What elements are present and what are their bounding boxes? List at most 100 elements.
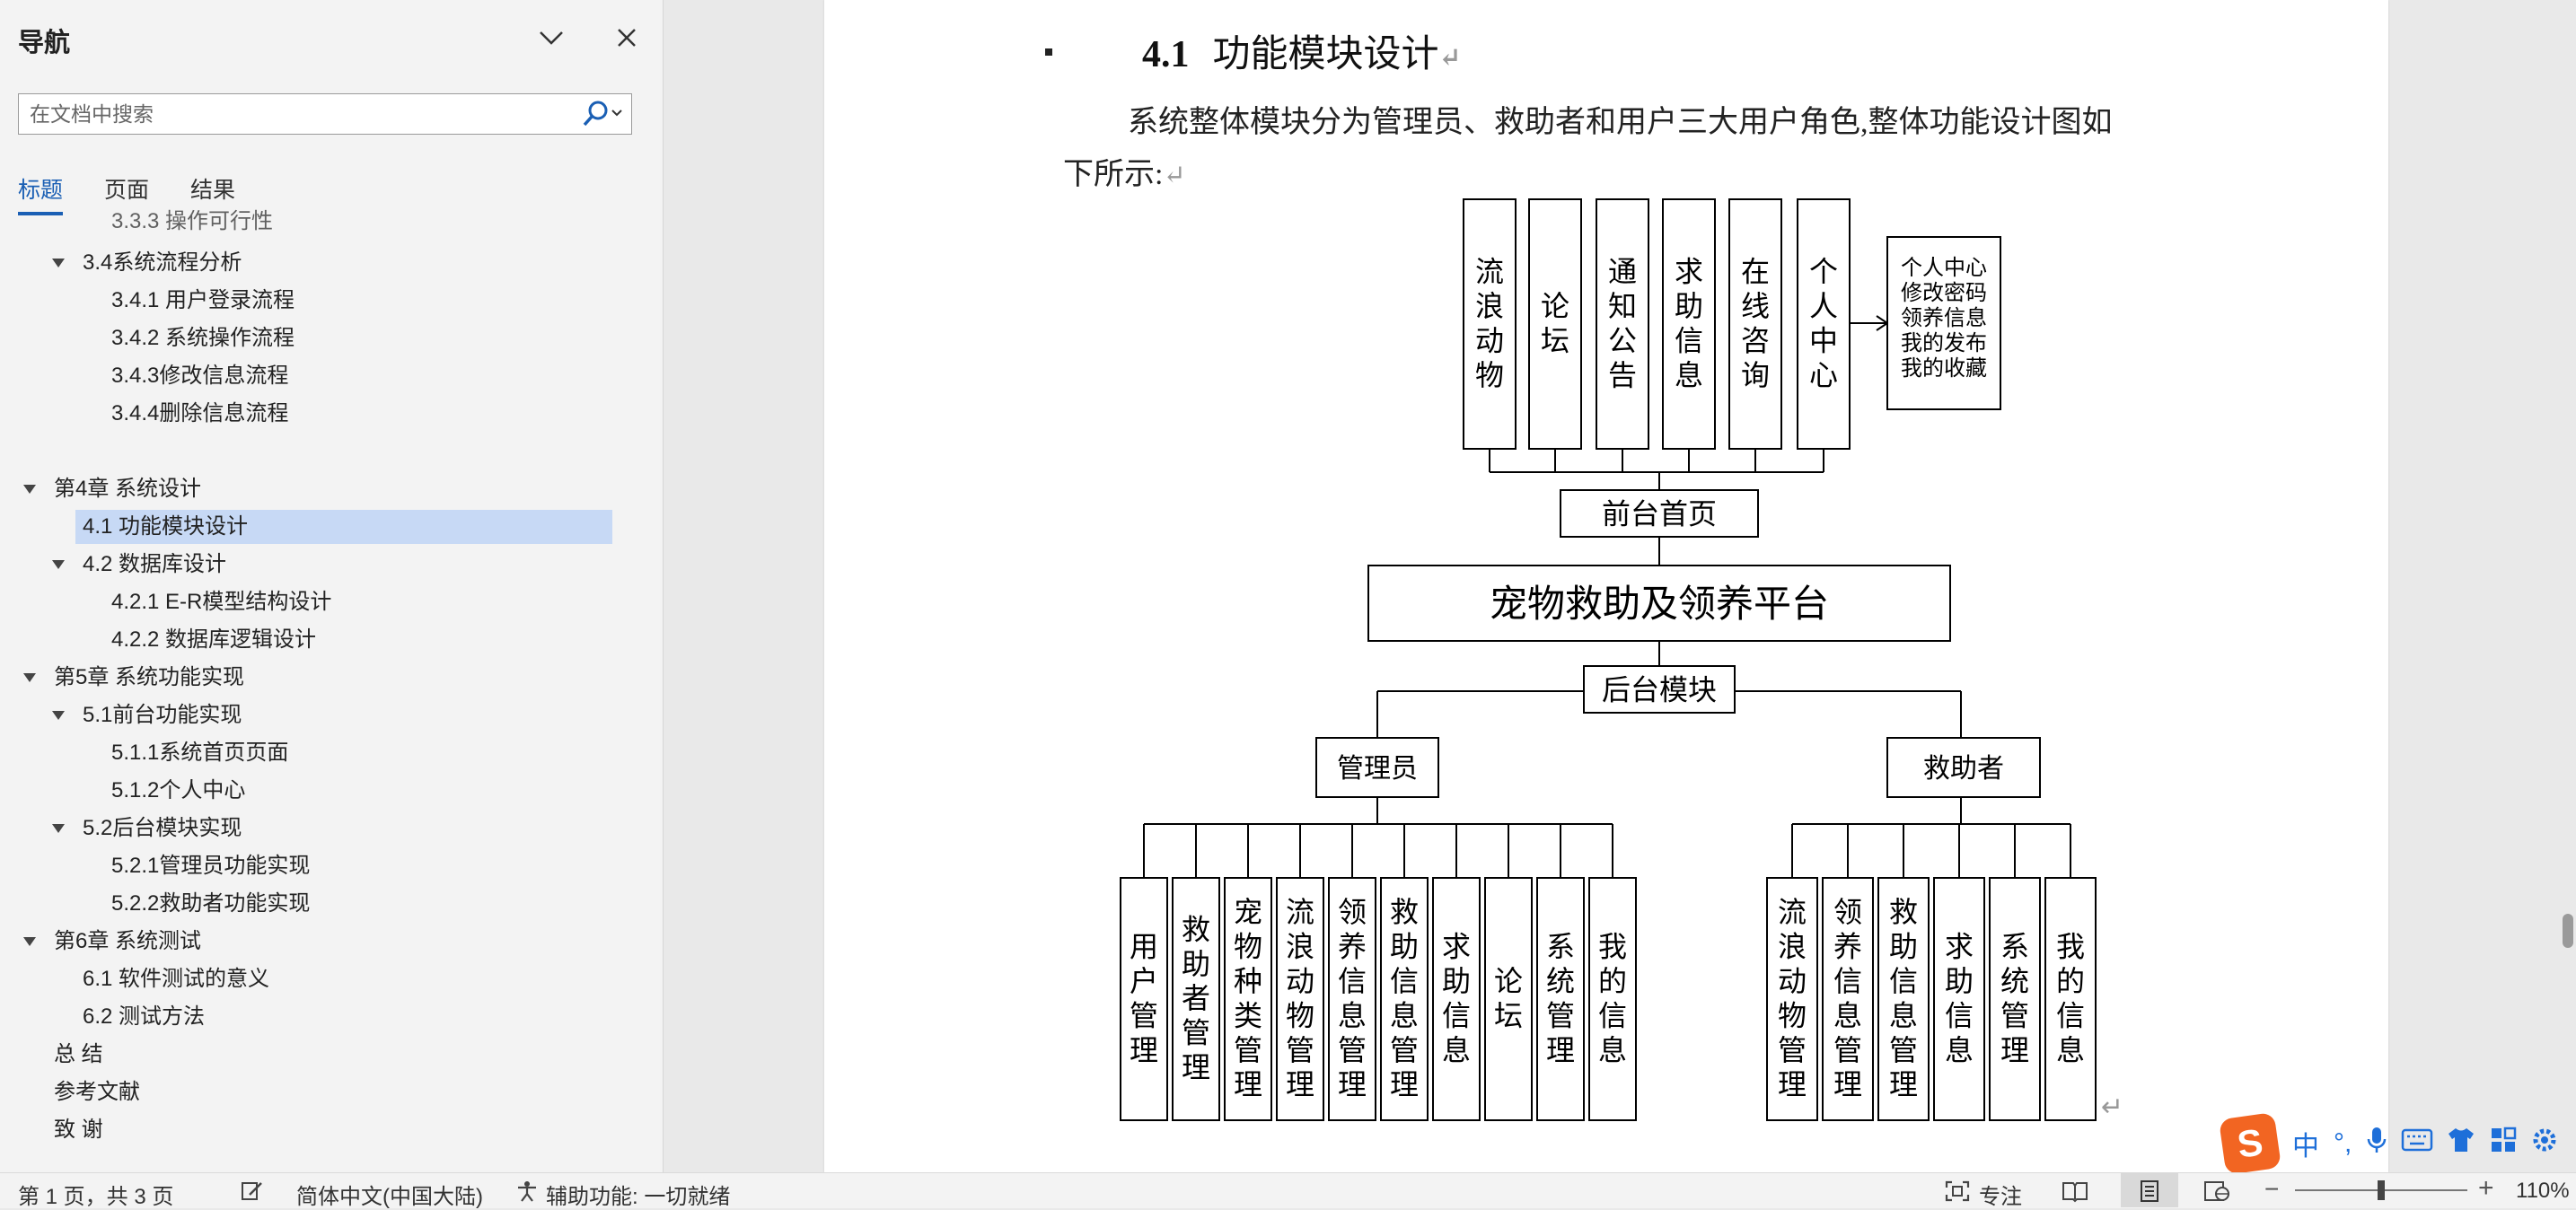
language-status[interactable]: 简体中文(中国大陆) xyxy=(296,1185,483,1209)
front-module-label-char: 中 xyxy=(1809,324,1838,356)
front-module-label-char: 坛 xyxy=(1541,324,1569,356)
rescuer-module-label-char: 动 xyxy=(1778,965,1807,997)
tree-item-selected[interactable]: 4.1 功能模块设计 xyxy=(75,510,612,544)
rescuer-module-box xyxy=(1877,877,1930,1121)
collapse-triangle-icon[interactable] xyxy=(23,937,36,946)
front-module-label-char: 心 xyxy=(1809,359,1838,391)
rescuer-module-label-char: 的 xyxy=(2056,965,2085,997)
rescuer-module-label-char: 息 xyxy=(1945,1034,1974,1066)
keyboard-icon[interactable] xyxy=(2402,1128,2433,1159)
ime-logo[interactable]: S xyxy=(2218,1111,2282,1176)
tree-item[interactable]: 4.2.1 E-R模型结构设计 xyxy=(111,590,332,614)
settings-gear-icon[interactable] xyxy=(2531,1127,2558,1161)
collapse-triangle-icon[interactable] xyxy=(52,259,65,267)
tree-item[interactable]: 5.2后台模块实现 xyxy=(52,811,242,846)
tree-item[interactable]: 5.1前台功能实现 xyxy=(52,698,242,732)
tree-item[interactable]: 5.2.2救助者功能实现 xyxy=(111,891,311,916)
zoom-in-button[interactable]: + xyxy=(2478,1173,2494,1203)
tree-item[interactable]: 3.4.2 系统操作流程 xyxy=(111,326,295,350)
tree-item[interactable]: 4.2.2 数据库逻辑设计 xyxy=(111,627,317,652)
front-module-label-char: 告 xyxy=(1608,359,1637,391)
admin-role-box xyxy=(1315,737,1439,798)
tree-item[interactable]: 3.3.3 操作可行性 xyxy=(111,209,274,233)
nav-close-button[interactable] xyxy=(607,18,646,57)
tree-item[interactable]: 6.2 测试方法 xyxy=(83,1004,206,1029)
tree-item[interactable]: 参考文献 xyxy=(54,1080,140,1104)
tree-item[interactable]: 5.1.2个人中心 xyxy=(111,778,246,802)
search-button[interactable] xyxy=(577,96,628,132)
accessibility-status[interactable]: 辅助功能: 一切就绪 xyxy=(546,1185,731,1209)
proofing-icon[interactable] xyxy=(241,1180,264,1208)
tree-item[interactable]: 致 谢 xyxy=(54,1118,103,1142)
admin-module-label-char: 管 xyxy=(1286,1034,1314,1066)
tree-item[interactable]: 3.4.1 用户登录流程 xyxy=(111,288,295,312)
collapse-triangle-icon[interactable] xyxy=(52,560,65,569)
zoom-out-button[interactable]: − xyxy=(2264,1175,2280,1203)
collapse-triangle-icon[interactable] xyxy=(52,824,65,833)
admin-module-label-char: 养 xyxy=(1338,931,1367,963)
rescuer-module-label-char: 息 xyxy=(1889,999,1918,1031)
tab-headings[interactable]: 标题 xyxy=(18,172,64,215)
skin-shirt-icon[interactable] xyxy=(2447,1127,2475,1161)
tree-item[interactable]: 第5章 系统功能实现 xyxy=(23,661,244,695)
accessibility-icon[interactable] xyxy=(515,1180,539,1208)
tree-item[interactable]: 5.2.1管理员功能实现 xyxy=(111,854,311,878)
zoom-level[interactable]: 110% xyxy=(2516,1179,2570,1203)
admin-module-label-char: 助 xyxy=(1390,931,1419,963)
nav-options-button[interactable] xyxy=(532,18,571,57)
admin-module-label-char: 宠 xyxy=(1234,896,1262,928)
read-mode-icon[interactable] xyxy=(2062,1180,2088,1208)
collapse-triangle-icon[interactable] xyxy=(23,485,36,494)
tree-item[interactable]: 3.4系统流程分析 xyxy=(52,246,242,280)
heading-tree: 3.3.3 操作可行性 3.4系统流程分析 3.4.1 用户登录流程 3.4.2… xyxy=(0,209,663,1172)
tree-item[interactable]: 总 结 xyxy=(54,1042,103,1066)
admin-module-label-char: 息 xyxy=(1442,1034,1471,1066)
microphone-icon[interactable] xyxy=(2366,1126,2387,1162)
diagram-connectors xyxy=(1143,315,2071,878)
front-module-label-char: 流 xyxy=(1475,256,1504,288)
rescuer-module-label-char: 管 xyxy=(1833,1034,1862,1066)
tree-item[interactable]: 第6章 系统测试 xyxy=(23,925,201,959)
tree-item[interactable]: 3.4.4删除信息流程 xyxy=(111,401,289,425)
rescuer-module-label-char: 理 xyxy=(1833,1068,1862,1100)
zoom-slider-track[interactable] xyxy=(2295,1180,2467,1200)
vertical-scrollbar-thumb[interactable] xyxy=(2563,914,2573,948)
tree-item[interactable]: 5.1.1系统首页页面 xyxy=(111,741,289,765)
admin-module-box xyxy=(1484,877,1533,1121)
rescuer-module-label-char: 信 xyxy=(2056,999,2085,1031)
ime-mode-toggle[interactable]: 中 xyxy=(2292,1132,2319,1162)
navigation-pane: 导航 标题 页面 结果 3.3.3 操作可行性 3.4系统流程分析 3.4.1 … xyxy=(0,0,664,1172)
admin-module-label-char: 信 xyxy=(1338,965,1367,997)
admin-module-box xyxy=(1432,877,1481,1121)
admin-module-box xyxy=(1120,877,1168,1121)
admin-module-label-char: 动 xyxy=(1286,965,1314,997)
print-layout-button[interactable] xyxy=(2121,1173,2178,1207)
front-module-label-char: 个 xyxy=(1809,256,1838,288)
collapse-triangle-icon[interactable] xyxy=(52,711,65,720)
focus-mode-icon[interactable] xyxy=(1945,1180,1970,1208)
toolbox-grid-icon[interactable] xyxy=(2490,1127,2517,1161)
admin-module-label-char: 户 xyxy=(1130,965,1158,997)
search-input[interactable] xyxy=(19,94,576,134)
web-layout-icon[interactable] xyxy=(2203,1180,2230,1208)
paragraph-line: 系统整体模块分为管理员、救助者和用户三大用户角色,整体功能设计图如 xyxy=(1128,106,2113,139)
paragraph-mark: ↵ xyxy=(2101,1092,2124,1122)
tab-pages[interactable]: 页面 xyxy=(104,178,150,203)
platform-box xyxy=(1367,565,1951,642)
admin-module-label-char: 领 xyxy=(1338,896,1367,928)
tab-results[interactable]: 结果 xyxy=(190,178,236,203)
rescuer-module-label-char: 理 xyxy=(1889,1068,1918,1100)
collapse-triangle-icon[interactable] xyxy=(23,673,36,682)
tree-item[interactable]: 4.2 数据库设计 xyxy=(52,548,226,582)
backend-module-box xyxy=(1583,665,1736,714)
ime-punctuation-toggle[interactable]: °, xyxy=(2334,1128,2352,1158)
focus-mode-button[interactable]: 专注 xyxy=(1979,1185,2022,1209)
admin-module-label-char: 管 xyxy=(1390,1034,1419,1066)
zoom-slider-thumb[interactable] xyxy=(2378,1180,2385,1200)
tree-item[interactable]: 6.1 软件测试的意义 xyxy=(83,967,270,991)
page-count[interactable]: 第 1 页，共 3 页 xyxy=(18,1185,174,1209)
tree-item[interactable]: 第4章 系统设计 xyxy=(23,472,201,506)
tree-item[interactable]: 3.4.3修改信息流程 xyxy=(111,364,289,388)
personal-center-item: 个人中心 xyxy=(1901,256,1987,280)
